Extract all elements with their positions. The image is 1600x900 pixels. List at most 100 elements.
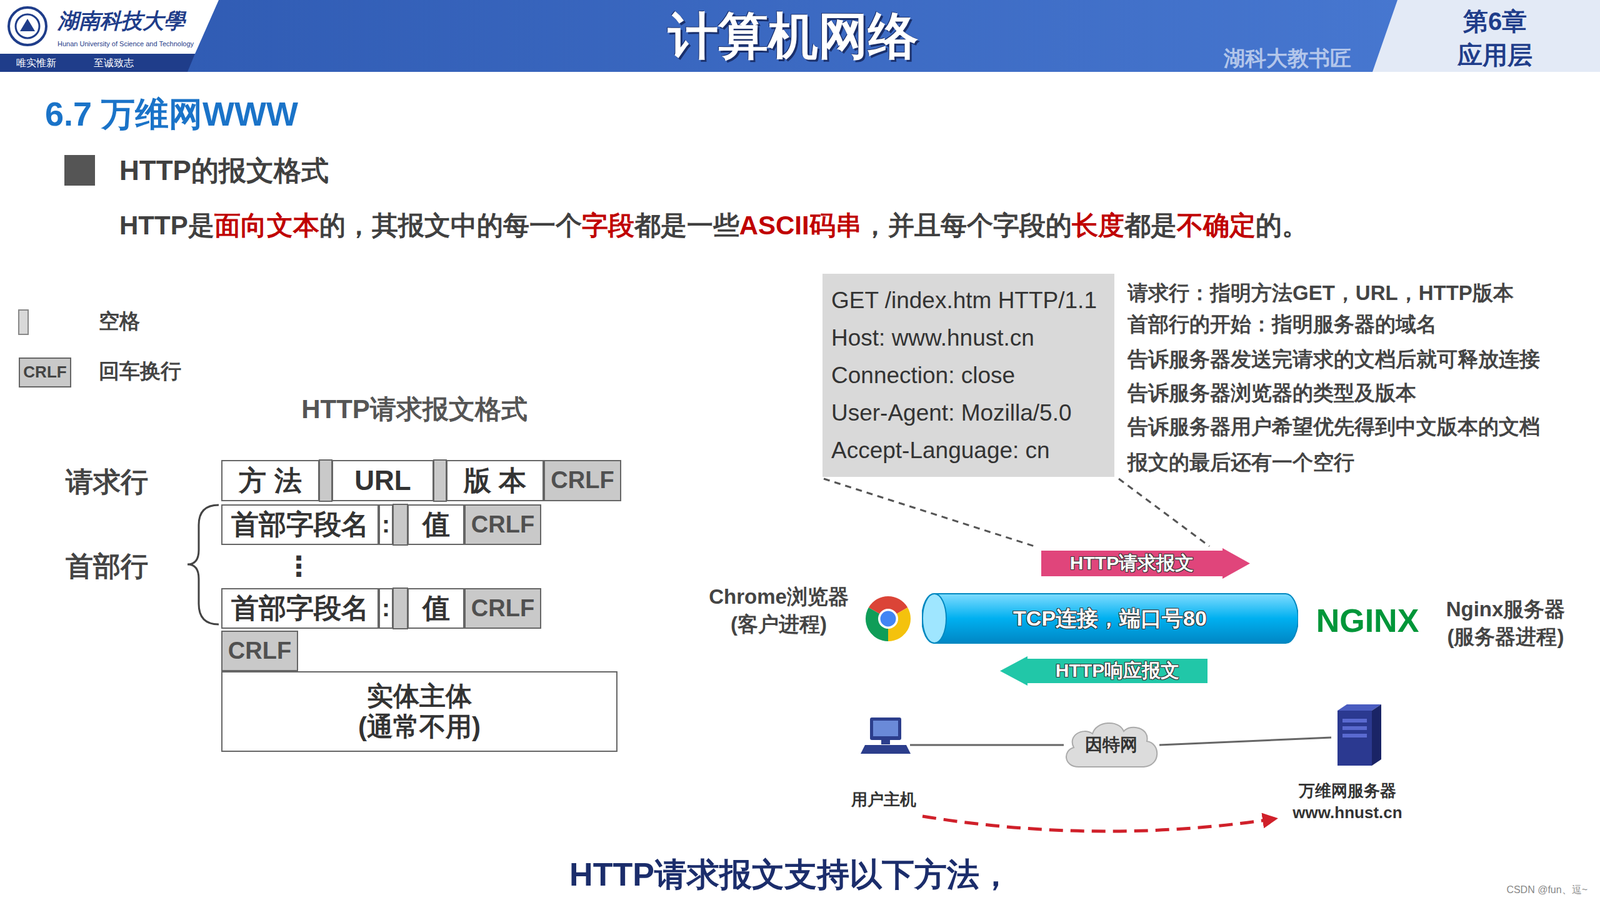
watermark: CSDN @fun、逗~ [1506, 884, 1588, 896]
space-cell [393, 588, 408, 629]
host-icon [860, 717, 911, 754]
sentence-text: 都是 [1124, 210, 1177, 240]
legend-text: 空格 [98, 309, 140, 334]
emphasis-text: 面向文本 [214, 210, 320, 240]
intro-sentence: HTTP是面向文本的，其报文中的每一个字段都是一些ASCII码串，并且每个字段的… [119, 210, 1309, 241]
annotation: 报文的最后还有一个空行 [1127, 450, 1355, 475]
node-text: 方 法 [238, 465, 302, 497]
node-text: : [381, 510, 390, 539]
node-text: TCP连接，端口号80 [1013, 606, 1207, 631]
sentence-text: 的。 [1255, 210, 1309, 240]
network-link [910, 744, 1064, 747]
row-label: 首部行 [65, 550, 149, 583]
subsection-heading: HTTP的报文格式 [119, 155, 329, 187]
format-cell: CRLF [464, 588, 542, 629]
tcp-connection-pipe: TCP连接，端口号80 [921, 593, 1299, 644]
annotation: 请求行：指明方法GET，URL，HTTP版本 [1127, 281, 1514, 305]
node-text: : [381, 594, 390, 623]
ellipsis: ⋮ [285, 550, 313, 583]
subtitle-caption: HTTP请求报文支持以下方法， [569, 856, 1012, 894]
node-text: HTTP请求报文 [1070, 552, 1194, 575]
annotation: 告诉服务器发送完请求的文档后就可释放连接 [1127, 347, 1540, 372]
node-text: 值 [422, 508, 450, 541]
server-icon [1337, 704, 1382, 766]
network-link [1159, 737, 1332, 745]
message-arrow: HTTP请求报文 [1041, 548, 1250, 579]
bullet-square [64, 155, 95, 186]
logo-emblem [15, 14, 40, 39]
leader-line [1118, 478, 1210, 547]
node-text: CRLF [471, 595, 535, 623]
code-line: GET /index.htm HTTP/1.1 [831, 281, 1097, 320]
format-heading: HTTP请求报文格式 [301, 394, 528, 425]
sentence-text: HTTP是 [119, 210, 215, 240]
slogan-strip [0, 53, 195, 72]
space-cell [433, 460, 447, 502]
format-cell: CRLF [464, 504, 542, 545]
logo-name: 湖南科技大學 [57, 8, 185, 34]
sentence-text: 都是一些 [634, 210, 740, 240]
process-label: Chrome浏览器 [708, 585, 849, 609]
format-cell: URL [331, 460, 434, 502]
format-cell: : [378, 588, 394, 629]
format-cell: 版 本 [446, 460, 544, 502]
logo-emblem [20, 18, 35, 32]
legend-sample-text: CRLF [23, 363, 67, 382]
entity-body-box: 实体主体 (通常不用) [221, 671, 618, 752]
process-label: (客户进程) [730, 612, 827, 637]
code-line: Connection: close [831, 356, 1015, 395]
legend-crlf-sample [19, 358, 71, 387]
node-text: CRLF [228, 637, 292, 665]
format-cell: : [378, 504, 394, 545]
format-cell: CRLF [543, 460, 622, 502]
node-text: 因特网 [1085, 735, 1138, 755]
chrome-icon [865, 596, 911, 642]
annotation: 首部行的开始：指明服务器的域名 [1127, 312, 1437, 337]
format-cell: 值 [407, 504, 465, 545]
legend-text: 回车换行 [98, 359, 182, 384]
brace [187, 505, 219, 625]
format-cell: 值 [407, 588, 465, 629]
leader-line [823, 478, 1035, 547]
emphasis-text: ASCII码串 [739, 210, 862, 240]
node-text: 首部字段名 [231, 508, 369, 541]
logo-english: Hunan University of Science and Technolo… [57, 40, 194, 49]
space-cell [319, 460, 332, 502]
request-example-box: GET /index.htm HTTP/1.1Host: www.hnust.c… [822, 273, 1115, 477]
code-line: User-Agent: Mozilla/5.0 [831, 394, 1072, 432]
format-cell: CRLF [221, 630, 299, 672]
process-label: Nginx服务器 [1446, 597, 1566, 622]
chapter-name: 应用层 [1457, 40, 1533, 70]
node-text: 值 [422, 592, 450, 625]
chapter-panel [1372, 0, 1600, 72]
host-label: 万维网服务器 [1298, 781, 1397, 801]
node-text: CRLF [550, 466, 614, 495]
space-cell [393, 504, 408, 545]
node-text: 实体主体 (通常不用) [350, 681, 489, 742]
emphasis-text: 长度 [1071, 210, 1125, 240]
chapter-number: 第6章 [1463, 6, 1527, 36]
annotation: 告诉服务器用户希望优先得到中文版本的文档 [1127, 415, 1540, 439]
sentence-text: 的，其报文中的每一个 [319, 210, 582, 240]
message-arrow: HTTP响应报文 [1000, 656, 1208, 686]
format-cell: 首部字段名 [221, 588, 379, 629]
legend-swatch [18, 309, 29, 335]
slogan: 至诚致志 [93, 57, 134, 69]
header-bar [0, 0, 1600, 72]
sentence-text: ，并且每个字段的 [861, 210, 1072, 240]
code-line: Host: www.hnust.cn [831, 319, 1035, 357]
emphasis-text: 不确定 [1176, 210, 1256, 240]
host-label: 用户主机 [851, 790, 917, 810]
slogan: 唯实惟新 [16, 57, 57, 69]
request-path-arrow [922, 816, 1275, 832]
slide-title: 计算机网络 [668, 7, 919, 65]
section-heading: 6.7 万维网WWW [45, 94, 299, 134]
node-text: 首部字段名 [231, 592, 369, 625]
format-cell: 首部字段名 [221, 504, 379, 545]
process-label: (服务器进程) [1447, 625, 1565, 649]
node-text: HTTP响应报文 [1055, 660, 1180, 682]
logo-emblem [8, 7, 47, 45]
